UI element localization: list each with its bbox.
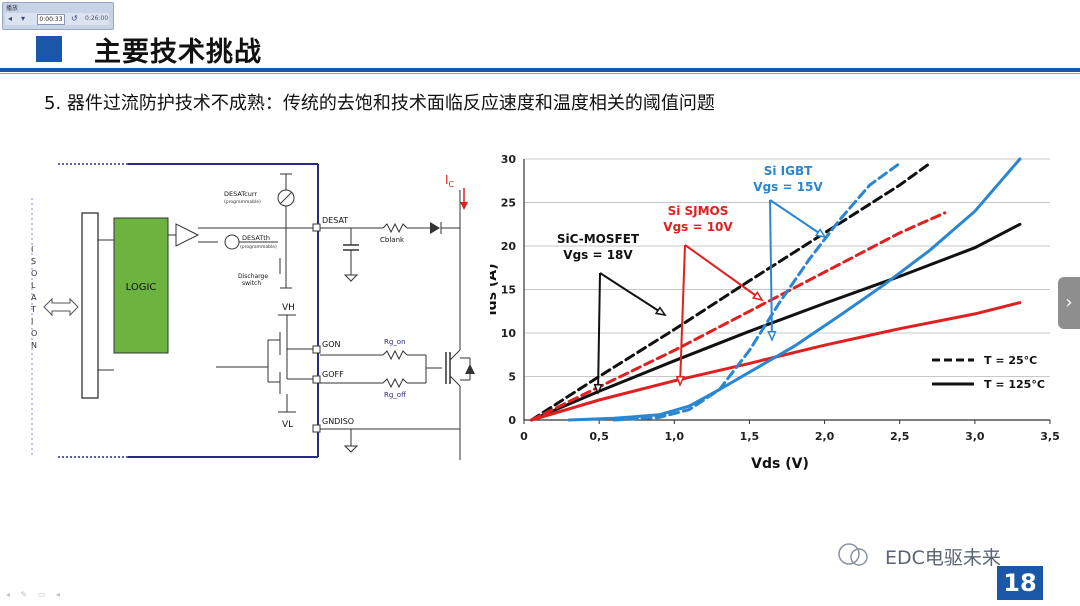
x-tick-label: 2,5	[890, 430, 910, 443]
goff-pin-icon	[312, 375, 321, 384]
x-tick-label: 2,0	[815, 430, 835, 443]
vh-label: VH	[282, 303, 295, 313]
vl-label: VL	[282, 420, 293, 430]
logic-label: LOGIC	[126, 282, 157, 293]
y-tick-label: 25	[501, 197, 516, 210]
slide-subtitle: 5. 器件过流防护技术不成熟：传统的去饱和技术面临反应速度和温度相关的阈值问题	[44, 93, 715, 114]
comparator-icon	[175, 223, 200, 247]
annotation-vgs-label: Vgs = 18V	[563, 248, 633, 262]
annotation-arrow-head	[593, 383, 603, 395]
wechat-watermark-icon	[838, 543, 868, 566]
title-divider-thin	[0, 73, 1080, 74]
rg-off-label: Rg_off	[384, 391, 406, 399]
series-line	[530, 222, 1022, 422]
media-player-bar[interactable]: 播放 ◂ ▾ 0:00:33 ↺ 0:26:00	[2, 2, 114, 30]
isolation-barrier	[81, 212, 99, 399]
page-number: 18	[997, 566, 1043, 600]
y-tick-label: 10	[501, 327, 517, 340]
annotation-vgs-label: Vgs = 15V	[753, 180, 823, 194]
desat-th-sub: (programmable)	[240, 244, 277, 250]
series-line	[612, 161, 902, 422]
desat-resistor-icon	[382, 222, 408, 234]
annotation-device-label: Si IGBT	[764, 164, 813, 178]
x-tick-label: 3,0	[965, 430, 985, 443]
step-down-icon[interactable]: ▾	[21, 14, 26, 23]
desat-pin-label: DESAT	[322, 216, 348, 225]
annotation-arrow	[599, 272, 666, 316]
y-tick-label: 15	[501, 284, 516, 297]
annotation-arrow	[679, 244, 686, 386]
gon-pin-icon	[312, 345, 321, 354]
desat-curr-label: DESATcurr	[224, 190, 257, 198]
gndiso-pin-icon	[312, 424, 321, 433]
player-total-time: 0:26:00	[85, 15, 109, 22]
x-tick-label: 1,0	[665, 430, 685, 443]
y-tick-label: 30	[501, 153, 517, 166]
bidirectional-arrow-icon	[43, 297, 79, 317]
x-tick-label: 0,5	[589, 430, 609, 443]
annotation-arrow-head	[814, 228, 827, 239]
annotation-arrow-head	[675, 375, 685, 387]
annotation-vgs-label: Vgs = 10V	[663, 220, 733, 234]
annotation-arrow-head	[654, 306, 667, 317]
series-line	[567, 157, 1022, 422]
rg-on-label: Rg_on	[384, 338, 406, 346]
replay-icon[interactable]: ↺	[71, 14, 78, 23]
cblank-label: Cblank	[380, 236, 405, 244]
desat-curr-sub: (programmable)	[224, 199, 261, 205]
legend-label: T = 25°C	[984, 354, 1037, 367]
rg-off-resistor-icon	[382, 377, 408, 389]
annotation-device-label: SiC-MOSFET	[557, 232, 640, 246]
next-slide-button[interactable]: ›	[1058, 277, 1080, 329]
y-tick-label: 5	[508, 371, 516, 384]
logic-block	[113, 217, 169, 354]
annotation-arrow	[769, 199, 773, 341]
annotation-arrow	[769, 199, 826, 238]
watermark-text: EDC电驱未来	[885, 547, 1001, 569]
gon-pin-label: GON	[322, 340, 340, 349]
annotation-arrow	[597, 272, 601, 394]
freewheel-diode-icon	[465, 364, 475, 374]
gndiso-pin-label: GNDISO	[322, 417, 354, 426]
slide-title: 主要技术挑战	[94, 37, 262, 68]
annotation-arrow-head	[767, 330, 777, 342]
player-title: 播放	[6, 5, 19, 12]
y-tick-label: 20	[501, 240, 517, 253]
desat-threshold-source-icon	[224, 234, 240, 250]
ic-label: IC	[445, 173, 455, 189]
x-axis-label: Vds (V)	[751, 456, 809, 472]
player-current-time[interactable]: 0:00:33	[37, 14, 65, 25]
x-tick-label: 3,5	[1040, 430, 1060, 443]
current-arrow-icon	[460, 202, 468, 210]
goff-pin-label: GOFF	[322, 370, 344, 379]
player-bottom-toolbar[interactable]: ◂ ✎ ▭ ◂	[6, 590, 64, 599]
play-icon[interactable]: ◂	[8, 14, 13, 23]
legend-label: T = 125°C	[984, 378, 1045, 391]
title-accent-square	[36, 36, 62, 62]
series-line	[530, 301, 1022, 422]
desat-diode-icon	[430, 222, 440, 234]
x-tick-label: 1,5	[740, 430, 760, 443]
discharge-label: Discharge	[238, 273, 268, 280]
y-axis-label: Ids (A)	[490, 263, 500, 315]
desat-th-label: DESATth	[242, 234, 270, 242]
ground-icon	[343, 445, 359, 453]
discharge-sub: switch	[242, 280, 261, 287]
annotation-arrow-head	[751, 290, 764, 302]
ground-icon	[343, 274, 359, 282]
title-divider	[0, 68, 1080, 72]
annotation-arrow	[684, 244, 763, 301]
rg-on-resistor-icon	[382, 349, 408, 361]
desat-pin-icon	[312, 223, 321, 232]
annotation-device-label: Si SJMOS	[668, 204, 729, 218]
y-tick-label: 0	[508, 414, 516, 427]
x-tick-label: 0	[520, 430, 528, 443]
